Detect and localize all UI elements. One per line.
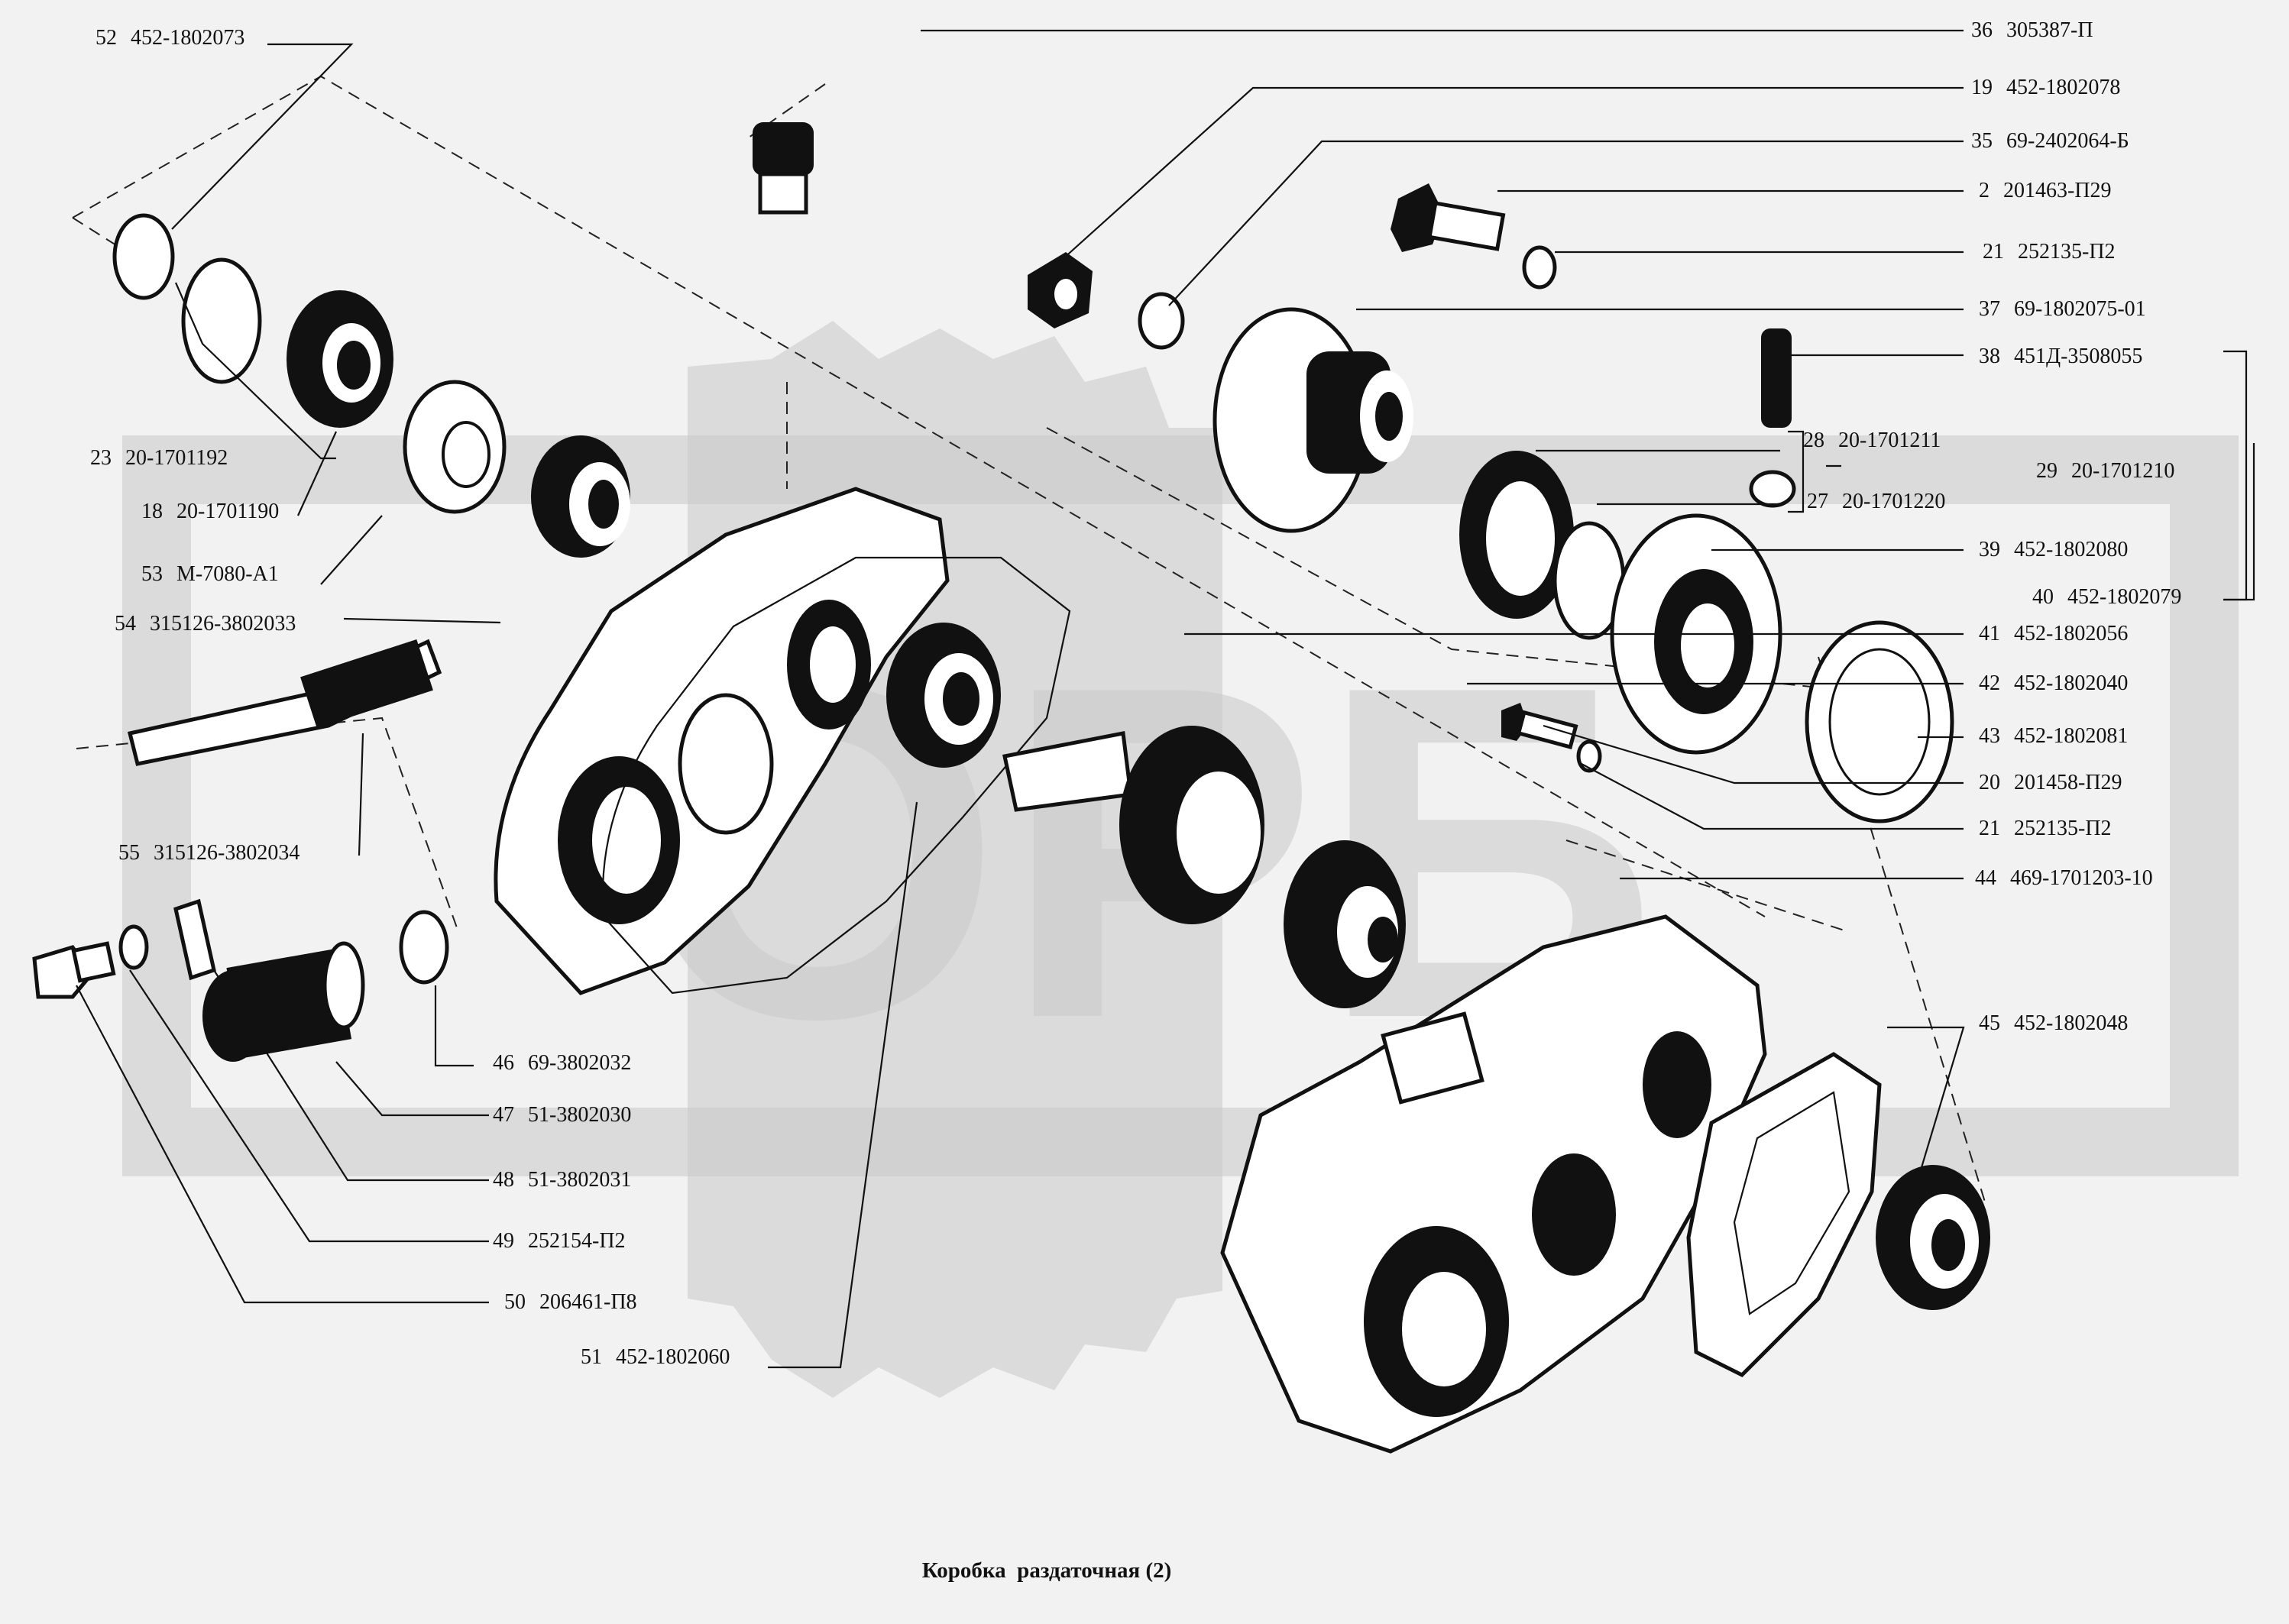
pin-38 — [1761, 328, 1792, 428]
retaining-ring-52 — [112, 213, 175, 300]
bolt-2 — [1391, 183, 1506, 252]
gasket-cover — [601, 556, 1071, 995]
breather-36 — [753, 122, 814, 215]
bolt-50 — [32, 941, 116, 999]
sleeve-47 — [202, 941, 365, 1062]
snap-ring-23 — [181, 257, 262, 384]
ring-46 — [399, 910, 449, 985]
bearing-middle — [886, 623, 1001, 768]
shaft-55 — [127, 639, 442, 766]
gasket-45 — [1686, 1052, 1882, 1378]
leader-lines — [76, 29, 2255, 1369]
washer-21b — [1576, 739, 1602, 773]
gear-shaft-44 — [1002, 726, 1406, 1008]
transfer-case-housing — [1220, 914, 1767, 1454]
nut-19 — [1028, 252, 1093, 328]
washer-35 — [1138, 292, 1185, 350]
gear-54 — [531, 435, 630, 558]
flange-37 — [1212, 307, 1413, 533]
lock-washer-49 — [118, 924, 149, 970]
diagram-caption: Коробка раздаточная (2) — [922, 1558, 1172, 1583]
cover-51 — [494, 487, 950, 995]
washer-21a — [1522, 245, 1557, 290]
housing-39 — [1610, 470, 1796, 755]
bearing-18 — [287, 290, 393, 428]
oil-seal-45 — [1876, 1165, 1990, 1310]
bolt-20 — [1501, 703, 1578, 749]
